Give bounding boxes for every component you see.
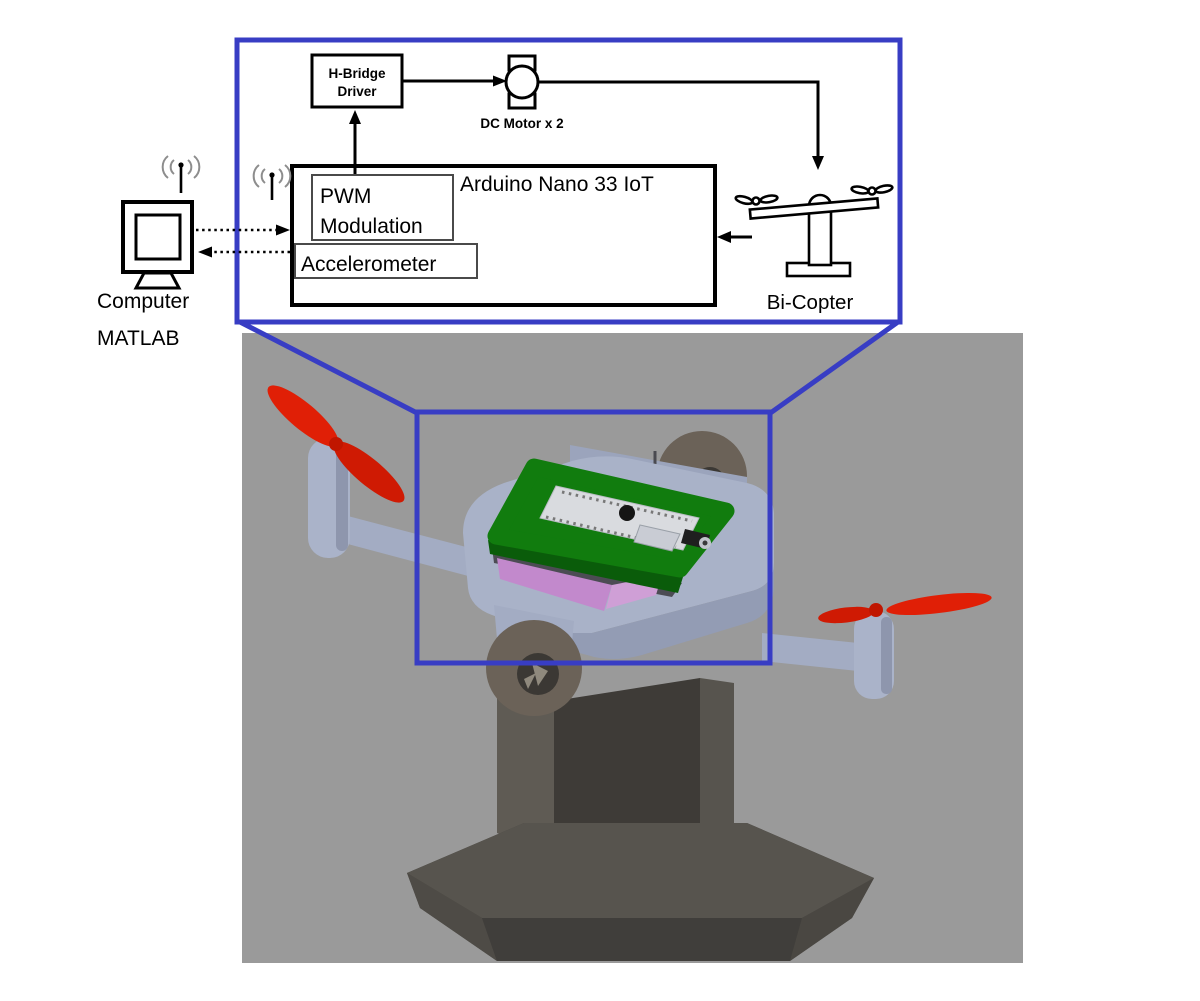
h-bridge-driver-block — [310, 53, 404, 109]
right-pod-shade — [881, 617, 892, 694]
base-left-facet — [407, 873, 497, 961]
propeller-right — [818, 592, 992, 624]
bicopter-beam — [748, 197, 880, 220]
left-prop-blade-2 — [333, 441, 405, 503]
bicopter-label: Bi-Copter — [767, 291, 854, 314]
antenna-arc — [193, 155, 201, 179]
pwm-modulation-block — [311, 174, 454, 241]
antenna-arc — [161, 155, 169, 179]
antenna-arc — [260, 168, 266, 184]
right-motor-pod — [854, 611, 894, 699]
right-prop-hub — [869, 603, 883, 617]
column-shadow — [554, 678, 700, 855]
nano-pin-row-bottom — [545, 515, 677, 549]
arrowhead-to-arduino — [717, 231, 731, 243]
dc-motor-symbol — [504, 54, 540, 110]
bicopter-prop-left-b — [759, 194, 779, 204]
monitor-stand — [133, 271, 182, 290]
computer-label-2: MATLAB — [97, 327, 179, 350]
antenna-arc — [252, 164, 260, 188]
stand-base — [407, 823, 874, 961]
antenna-arc — [187, 159, 193, 175]
antenna-dot — [269, 172, 275, 178]
zoom-target-frame — [414, 409, 773, 666]
arrowhead-to-motor — [493, 75, 507, 87]
right-arm — [762, 633, 858, 671]
h-bridge-label-2: Driver — [337, 84, 377, 99]
antenna-arc — [169, 159, 175, 175]
left-arm — [344, 515, 472, 577]
computer-label-1: Computer — [97, 290, 189, 313]
wifi-antenna-icon-computer — [161, 155, 201, 193]
antenna-arc — [284, 164, 292, 188]
left-prop-hub — [329, 437, 343, 451]
bicopter-prop-right-b — [874, 184, 894, 194]
base-front-facet — [482, 918, 802, 961]
wifi-antenna-icon-arduino — [252, 164, 292, 200]
left-motor-pod — [308, 438, 350, 558]
front-ring-blade-2 — [524, 673, 536, 689]
arduino-nano-board — [539, 485, 711, 552]
arrowhead-to-hbridge — [349, 110, 361, 124]
front-ring-blade-1 — [532, 663, 548, 686]
left-pod-shade — [336, 445, 348, 551]
column-left-slab — [497, 688, 554, 855]
pwm-label-2: Modulation — [320, 215, 423, 238]
propeller-left — [267, 385, 405, 503]
dc-motor-label: DC Motor x 2 — [480, 116, 563, 131]
body-front-face — [542, 563, 774, 659]
pwm-label-1: PWM — [320, 185, 371, 208]
base-top-face — [407, 823, 874, 918]
arrow-motor-to-bicopter — [538, 80, 820, 158]
nano-round-component — [619, 505, 635, 521]
usb-barrel-hole — [702, 540, 708, 546]
column-right-slab — [700, 678, 734, 838]
accelerometer-block — [294, 243, 478, 279]
bicopter-prop-right-hub — [867, 186, 877, 196]
base-right-facet — [790, 878, 874, 961]
front-pivot-ring — [486, 620, 582, 716]
zoom-callout-right-line — [767, 319, 900, 417]
bicopter-prop-left-hub — [751, 196, 761, 206]
block-diagram-frame — [234, 37, 903, 325]
bicopter-prop-right-a — [850, 185, 870, 195]
bicopter-prop-left-a — [734, 194, 754, 206]
zoom-callout-left-line — [238, 319, 421, 417]
antenna-dot — [178, 162, 184, 168]
right-prop-blade-2 — [886, 592, 992, 616]
arrowhead-to-bicopter — [812, 156, 824, 170]
h-bridge-label-1: H-Bridge — [329, 66, 386, 81]
antenna-arc — [278, 168, 284, 184]
bicopter-column — [807, 204, 833, 267]
dashed-arrowhead-left — [198, 246, 212, 258]
motor-pink — [497, 558, 612, 611]
nano-module — [633, 524, 681, 552]
accelerometer-label: Accelerometer — [301, 253, 436, 276]
computer-icon — [121, 200, 194, 290]
nano-pin-row-top — [561, 490, 693, 523]
monitor-screen — [134, 213, 182, 261]
motor-circle — [504, 64, 540, 100]
pcb-side-edge — [488, 540, 683, 593]
dashed-arrowhead-right — [276, 224, 290, 236]
render-photo — [242, 333, 1023, 963]
stand-column — [497, 678, 734, 855]
bicopter-symbol — [734, 184, 894, 278]
left-prop-blade-1 — [267, 385, 339, 447]
arduino-label: Arduino Nano 33 IoT — [460, 173, 654, 196]
right-prop-blade-1 — [818, 606, 874, 624]
